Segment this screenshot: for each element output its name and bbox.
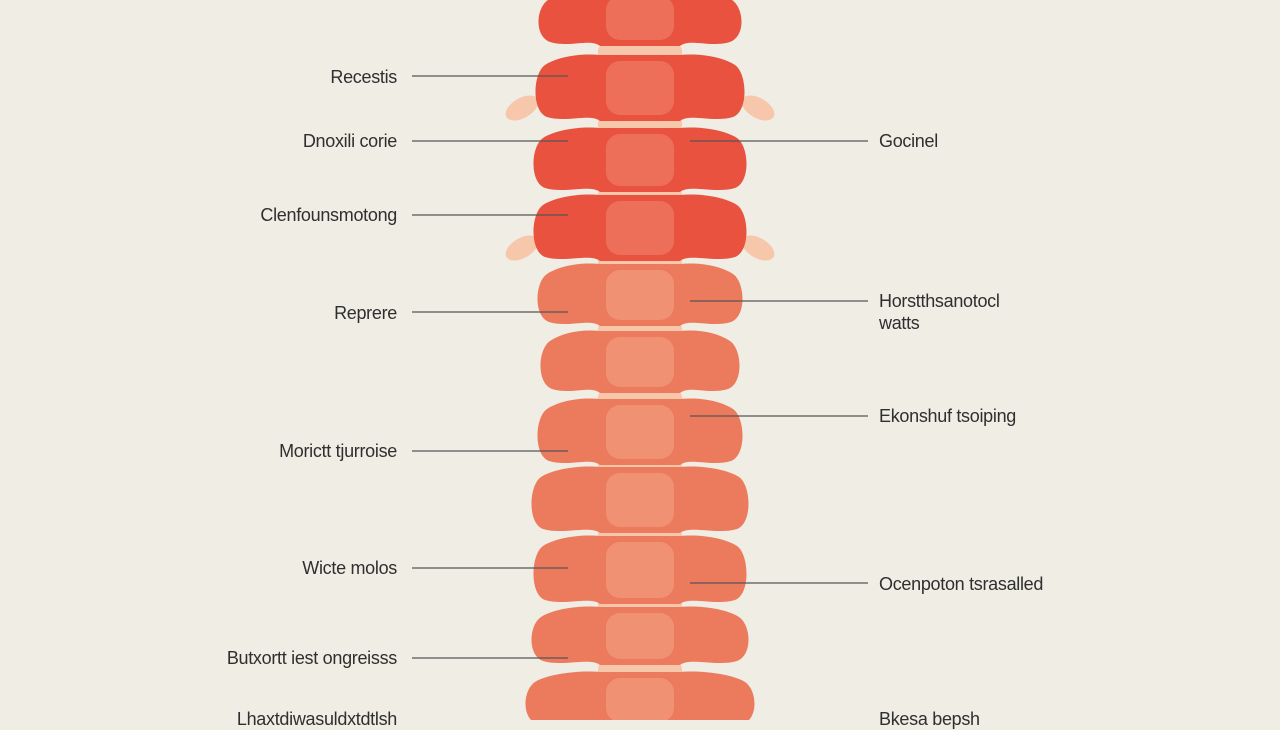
label-left-1: Recestis xyxy=(330,67,397,87)
vertebral-body xyxy=(606,678,674,720)
vertebral-body xyxy=(606,134,674,186)
vertebral-body xyxy=(606,337,674,387)
label-right-2: Horstthsanotocl watts xyxy=(879,291,1000,333)
label-right-3: Ekonshuf tsoiping xyxy=(879,406,1016,426)
label-right-1: Gocinel xyxy=(879,131,938,151)
label-left-5: Morictt tjurroise xyxy=(279,441,397,461)
vertebral-body xyxy=(606,542,674,598)
label-right-5: Bkesa bepsh xyxy=(879,709,980,729)
vertebra-6 xyxy=(540,330,740,393)
vertebral-body xyxy=(606,613,674,659)
vertebra-11 xyxy=(525,671,755,720)
transverse-process-left xyxy=(505,95,539,121)
vertebrae xyxy=(505,0,775,720)
vertebral-body xyxy=(606,201,674,255)
vertebra-10 xyxy=(531,606,749,665)
transverse-process-right xyxy=(741,235,775,261)
vertebra-5 xyxy=(537,263,743,326)
vertebral-body xyxy=(606,0,674,40)
vertebral-body xyxy=(606,473,674,527)
transverse-process-left xyxy=(505,235,539,261)
label-left-2: Dnoxili corie xyxy=(302,131,397,151)
vertebral-body xyxy=(606,405,674,459)
vertebra-3 xyxy=(533,127,747,192)
vertebra-2 xyxy=(505,54,775,121)
label-left-6: Wicte molos xyxy=(302,558,397,578)
vertebral-body xyxy=(606,61,674,115)
label-left-4: Reprere xyxy=(334,303,397,323)
leader-lines xyxy=(412,75,868,659)
label-left-8: Lhaxtdiwasuldxtdtlsh xyxy=(236,709,397,729)
vertebra-9 xyxy=(533,535,747,604)
vertebra-7 xyxy=(537,398,743,465)
label-right-4: Ocenpoton tsrasalled xyxy=(879,574,1044,594)
transverse-process-right xyxy=(741,95,775,121)
vertebra-1 xyxy=(538,0,742,46)
label-left-7: Butxortt iest ongreisss xyxy=(226,648,397,668)
vertebra-4 xyxy=(505,194,775,261)
vertebra-8 xyxy=(531,466,749,533)
vertebral-body xyxy=(606,270,674,320)
label-left-3: Clenfounsmotong xyxy=(260,205,397,225)
